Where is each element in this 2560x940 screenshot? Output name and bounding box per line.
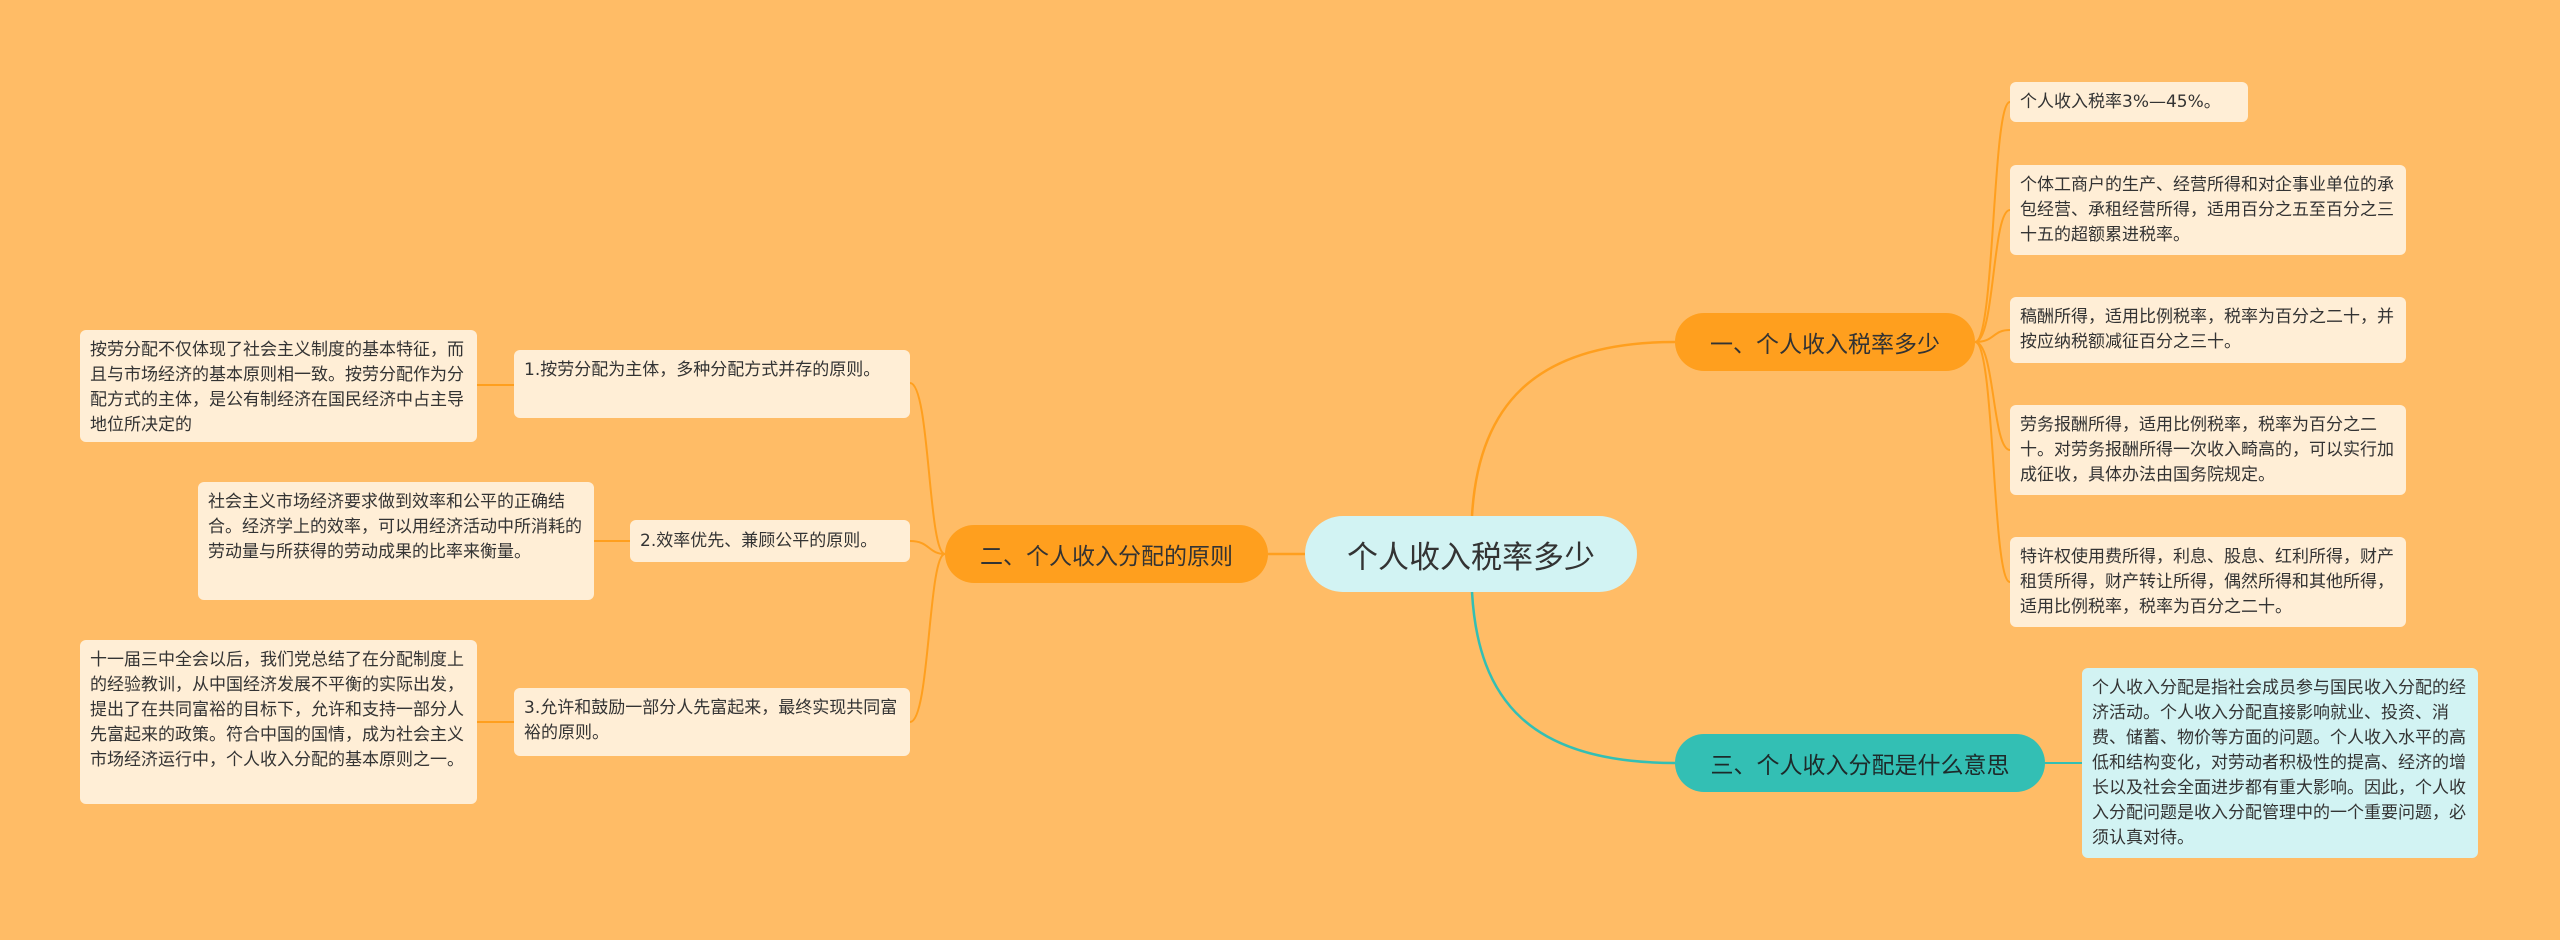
principle-common-prosperity[interactable]: 3.允许和鼓励一部分人先富起来，最终实现共同富裕的原则。 <box>514 688 910 756</box>
leaf-business-income[interactable]: 个体工商户的生产、经营所得和对企事业单位的承包经营、承租经营所得，适用百分之五至… <box>2010 165 2406 255</box>
connector-b1-leaf2 <box>1974 209 2011 343</box>
branch-label: 一、个人收入税率多少 <box>1710 332 1940 358</box>
leaf-royalty-income[interactable]: 稿酬所得，适用比例税率，税率为百分之二十，并按应纳税额减征百分之三十。 <box>2010 297 2406 363</box>
branch-label: 三、个人收入分配是什么意思 <box>1710 753 2010 779</box>
connector-root-branch1 <box>1470 340 1676 517</box>
leaf-text: 1.按劳分配为主体，多种分配方式并存的原则。 <box>524 360 881 380</box>
root-topic-label: 个人收入税率多少 <box>1347 539 1595 576</box>
connector-b1-leaf5 <box>1974 341 2011 583</box>
branch-label: 二、个人收入分配的原则 <box>980 544 1233 570</box>
principle-distribution-by-labor[interactable]: 1.按劳分配为主体，多种分配方式并存的原则。 <box>514 350 910 418</box>
connector-b2-sub2 <box>909 540 946 555</box>
leaf-text: 劳务报酬所得，适用比例税率，税率为百分之二十。对劳务报酬所得一次收入畸高的，可以… <box>2020 415 2394 485</box>
branch-tax-rate[interactable]: 一、个人收入税率多少 <box>1675 313 1975 371</box>
leaf-text: 特许权使用费所得，利息、股息、红利所得，财产租赁所得，财产转让所得，偶然所得和其… <box>2020 547 2394 617</box>
detail-efficiency-fairness[interactable]: 社会主义市场经济要求做到效率和公平的正确结合。经济学上的效率，可以用经济活动中所… <box>198 482 594 600</box>
connector-root-branch3 <box>1470 591 1676 765</box>
principle-efficiency-fairness[interactable]: 2.效率优先、兼顾公平的原则。 <box>630 520 910 562</box>
leaf-tax-rate-range[interactable]: 个人收入税率3%—45%。 <box>2010 82 2248 122</box>
branch-distribution-meaning[interactable]: 三、个人收入分配是什么意思 <box>1675 734 2045 792</box>
leaf-text: 个体工商户的生产、经营所得和对企事业单位的承包经营、承租经营所得，适用百分之五至… <box>2020 175 2394 245</box>
leaf-text: 2.效率优先、兼顾公平的原则。 <box>640 530 878 551</box>
connector-b2-sub1 <box>909 382 946 555</box>
leaf-text: 十一届三中全会以后，我们党总结了在分配制度上的经验教训，从中国经济发展不平衡的实… <box>90 650 464 770</box>
leaf-labor-income[interactable]: 劳务报酬所得，适用比例税率，税率为百分之二十。对劳务报酬所得一次收入畸高的，可以… <box>2010 405 2406 495</box>
connector-b1-leaf4 <box>1974 341 2011 451</box>
leaf-franchise-income[interactable]: 特许权使用费所得，利息、股息、红利所得，财产租赁所得，财产转让所得，偶然所得和其… <box>2010 537 2406 627</box>
leaf-text: 按劳分配不仅体现了社会主义制度的基本特征，而且与市场经济的基本原则相一致。按劳分… <box>90 340 464 435</box>
leaf-text: 稿酬所得，适用比例税率，税率为百分之二十，并按应纳税额减征百分之三十。 <box>2020 307 2394 352</box>
connector-b2-sub3 <box>909 553 946 723</box>
leaf-text: 社会主义市场经济要求做到效率和公平的正确结合。经济学上的效率，可以用经济活动中所… <box>208 492 582 562</box>
leaf-text: 个人收入分配是指社会成员参与国民收入分配的经济活动。个人收入分配直接影响就业、投… <box>2092 678 2466 848</box>
branch-distribution-principles[interactable]: 二、个人收入分配的原则 <box>945 525 1268 583</box>
connector-b1-leaf1 <box>1974 101 2011 343</box>
detail-common-prosperity[interactable]: 十一届三中全会以后，我们党总结了在分配制度上的经验教训，从中国经济发展不平衡的实… <box>80 640 477 804</box>
detail-distribution-by-labor[interactable]: 按劳分配不仅体现了社会主义制度的基本特征，而且与市场经济的基本原则相一致。按劳分… <box>80 330 477 442</box>
leaf-text: 个人收入税率3%—45%。 <box>2020 91 2221 112</box>
root-topic[interactable]: 个人收入税率多少 <box>1305 516 1637 592</box>
connector-b1-leaf3 <box>1974 329 2011 343</box>
leaf-distribution-meaning[interactable]: 个人收入分配是指社会成员参与国民收入分配的经济活动。个人收入分配直接影响就业、投… <box>2082 668 2478 858</box>
leaf-text: 3.允许和鼓励一部分人先富起来，最终实现共同富裕的原则。 <box>524 698 898 743</box>
